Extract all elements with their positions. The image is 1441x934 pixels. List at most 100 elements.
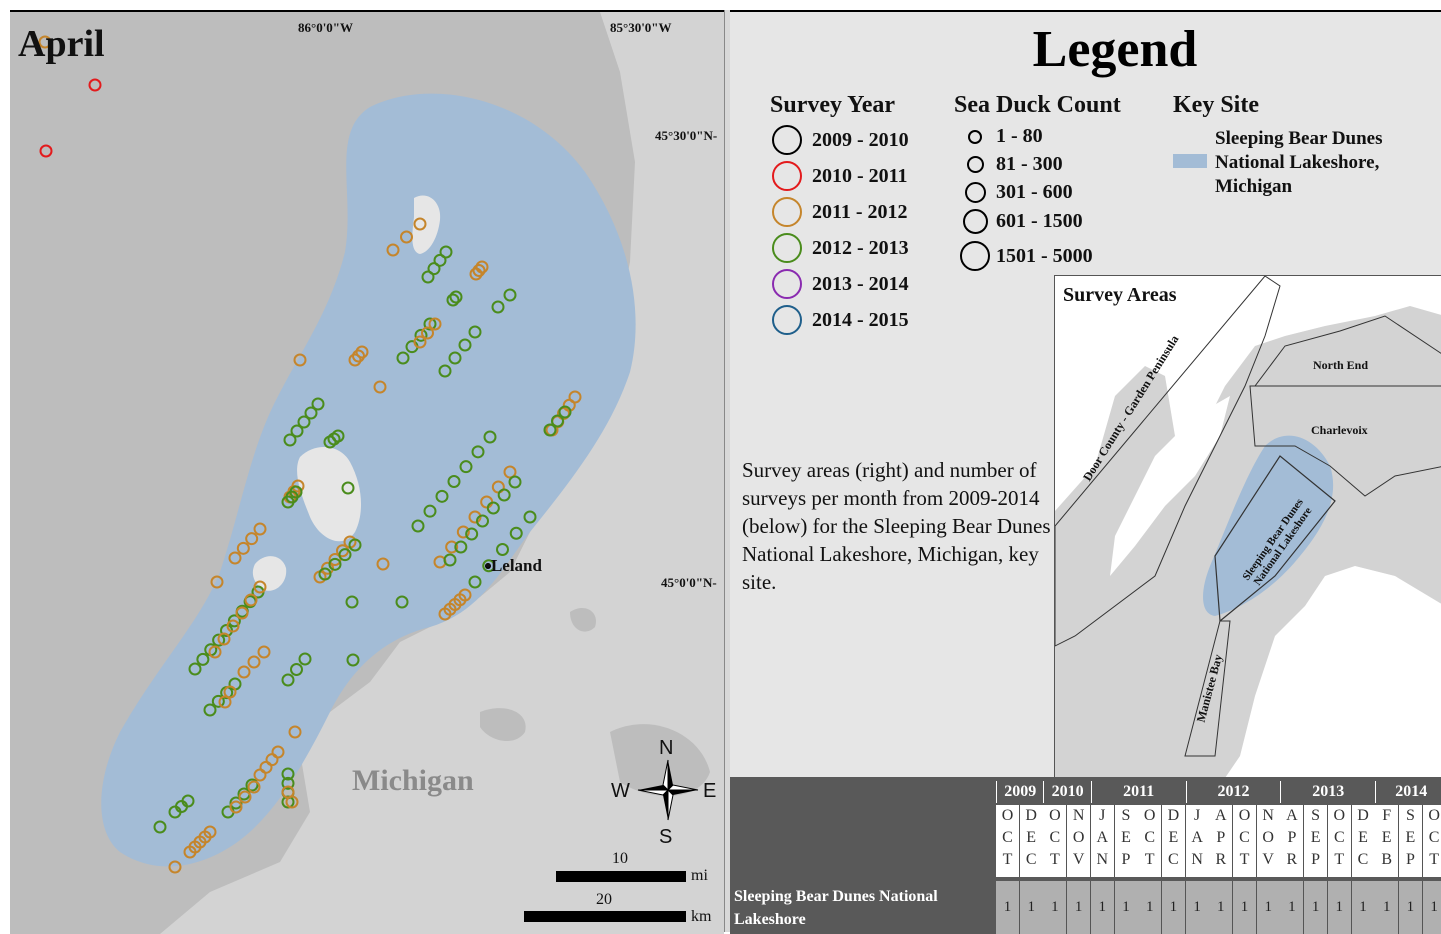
year-header-cell: 2013 [1280,781,1375,803]
survey-point [257,645,271,659]
survey-year-heading: Survey Year [770,92,896,118]
survey-point [245,532,259,546]
survey-point [376,557,390,571]
survey-point [497,488,511,502]
survey-point [445,540,459,554]
table-cell: 1 [1256,881,1281,934]
survey-point [211,694,225,708]
survey-point [288,725,302,739]
survey-point [328,557,342,571]
count-item: 81 - 300 [960,153,1063,176]
survey-point [449,290,463,304]
survey-point [476,514,489,528]
survey-point [283,433,297,447]
survey-point [228,551,242,565]
survey-point [218,695,232,709]
survey-point [483,430,497,444]
table-cell: 1 [1375,881,1400,934]
manistee-bay-area [1184,620,1231,757]
survey-point [411,519,425,533]
survey-year-item: 2010 - 2011 [772,161,908,191]
sleeping-bear-area [1214,455,1336,623]
key-site-label: Sleeping Bear Dunes National Lakeshore, … [1215,127,1383,199]
key-site-label-line: Michigan [1215,176,1293,197]
survey-point [458,338,472,352]
table-cell: 1 [1043,881,1068,934]
key-site-area [1203,435,1334,616]
table-cell: 1 [1114,881,1139,934]
survey-point [245,778,259,792]
survey-point [508,475,522,489]
survey-point [465,527,479,541]
survey-point [447,475,461,488]
survey-point [289,485,303,499]
survey-point [281,673,295,687]
survey-point [568,390,582,404]
map-canvas[interactable] [10,12,724,934]
map-title: April [18,23,105,65]
survey-point [253,522,267,536]
survey-point [421,270,435,284]
map-panel[interactable]: April 86°0'0"W 85°30'0"W 45°30'0"N- 45°0… [10,10,724,934]
table-cell: 1 [1185,881,1210,934]
survey-point [311,397,325,411]
survey-year-label: 2011 - 2012 [812,200,908,223]
count-label: 601 - 1500 [996,210,1083,232]
survey-point [551,414,564,428]
count-label: 301 - 600 [996,181,1073,203]
ring-icon [772,269,802,299]
ring-icon [964,182,986,203]
survey-point [352,349,365,363]
key-site-swatch [1173,154,1207,168]
survey-point [331,429,345,443]
survey-point [271,745,285,759]
survey-point [396,351,410,365]
survey-point [203,825,217,839]
survey-point [503,465,517,479]
scale-mi-unit: mi [691,867,708,884]
survey-point [395,595,409,609]
survey-points [38,35,582,874]
count-item: 601 - 1500 [960,209,1083,234]
legend-title: Legend [1032,21,1198,78]
ring-icon [772,233,802,263]
survey-point [433,253,447,267]
count-label: 81 - 300 [996,153,1063,175]
table-cell: 1 [1351,881,1376,934]
survey-point [285,795,299,809]
green-bay [1110,396,1230,576]
survey-year-label: 2010 - 2011 [812,164,908,187]
michigan-land [160,12,724,934]
survey-point [281,767,295,781]
survey-point [523,510,537,524]
survey-point [543,423,557,437]
survey-point [88,78,102,92]
compass-east: E [703,780,717,802]
north-end-label: North End [1313,358,1369,372]
door-county-area [1055,276,1281,647]
count-label: 1 - 80 [996,125,1043,147]
survey-point [427,262,441,276]
table-cell: 1 [1304,881,1329,934]
survey-point [253,580,267,594]
survey-point [346,653,360,667]
survey-point [223,685,237,699]
survey-point [208,645,222,659]
table-cell: 1 [1280,881,1305,934]
table-cell: 1 [1422,881,1441,934]
survey-point [482,559,496,573]
survey-point [244,593,258,607]
survey-point [226,619,240,633]
survey-point [196,652,210,666]
ring-icon [966,156,984,173]
survey-year-item: 2012 - 2013 [772,233,909,263]
